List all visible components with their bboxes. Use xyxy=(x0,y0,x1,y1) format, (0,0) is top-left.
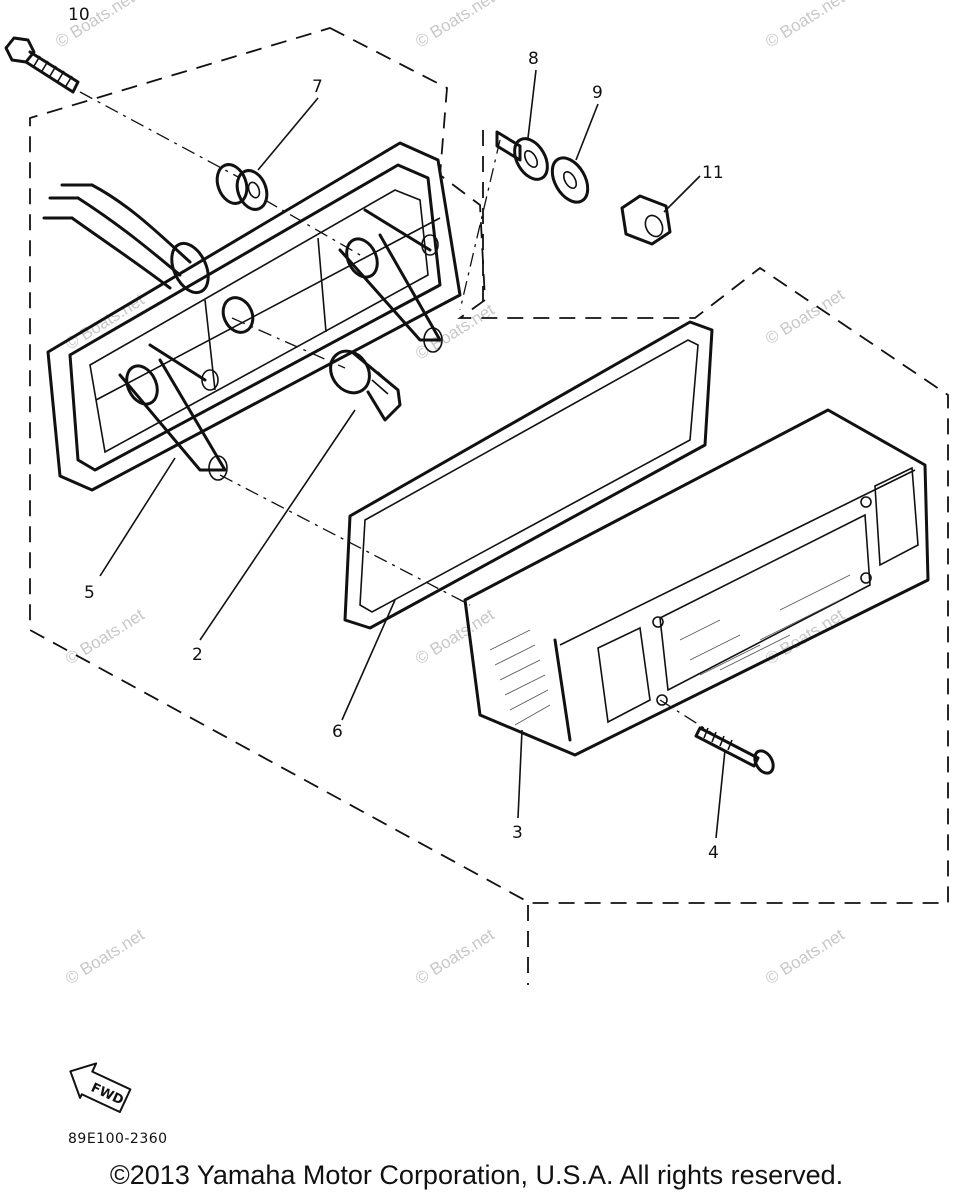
wire-harness xyxy=(42,183,210,295)
watermark-text: © Boats.net xyxy=(412,925,498,988)
lens-part-3 xyxy=(463,408,930,757)
assembly-boundary-left xyxy=(29,27,949,904)
copyright-notice: ©2013 Yamaha Motor Corporation, U.S.A. A… xyxy=(109,1160,844,1190)
screw-part-4 xyxy=(694,726,775,775)
callout-labels: 10 7 8 9 11 5 2 6 3 4 xyxy=(68,5,724,863)
watermark-text: © Boats.net xyxy=(762,285,848,348)
housing-part-5 xyxy=(46,141,462,492)
watermark-text: © Boats.net xyxy=(412,0,498,51)
nut-part-11 xyxy=(620,194,672,246)
fwd-direction-arrow: FWD xyxy=(69,1062,132,1114)
leader-lines xyxy=(99,69,726,839)
callout-7: 7 xyxy=(312,77,323,97)
assembly-lines xyxy=(79,91,716,736)
watermark-text: © Boats.net xyxy=(412,300,498,363)
callout-4: 4 xyxy=(708,843,719,863)
callout-9: 9 xyxy=(592,83,603,103)
drawing-code: 89E100-2360 xyxy=(68,1131,168,1147)
callout-5: 5 xyxy=(84,583,95,603)
collar-part-8 xyxy=(495,130,549,181)
watermark-text: © Boats.net xyxy=(412,605,498,668)
gasket-part-6 xyxy=(343,320,714,630)
bolt-part-10 xyxy=(4,36,80,94)
callout-8: 8 xyxy=(528,49,539,69)
callout-10: 10 xyxy=(68,5,90,25)
washer-part-9 xyxy=(550,156,590,204)
grommet-part-7 xyxy=(215,163,269,211)
callout-6: 6 xyxy=(332,722,343,742)
watermark-text: © Boats.net xyxy=(762,925,848,988)
watermark-text: © Boats.net xyxy=(762,0,848,51)
callout-2: 2 xyxy=(192,645,203,665)
watermark-text: © Boats.net xyxy=(62,605,148,668)
callout-3: 3 xyxy=(512,823,523,843)
watermark-layer: © Boats.net © Boats.net © Boats.net © Boats… xyxy=(52,0,848,988)
watermark-text: © Boats.net xyxy=(762,605,848,668)
watermark-text: © Boats.net xyxy=(62,925,148,988)
callout-11: 11 xyxy=(702,163,724,183)
watermark-text: © Boats.net xyxy=(52,0,138,51)
bulb-part-2 xyxy=(329,349,402,422)
